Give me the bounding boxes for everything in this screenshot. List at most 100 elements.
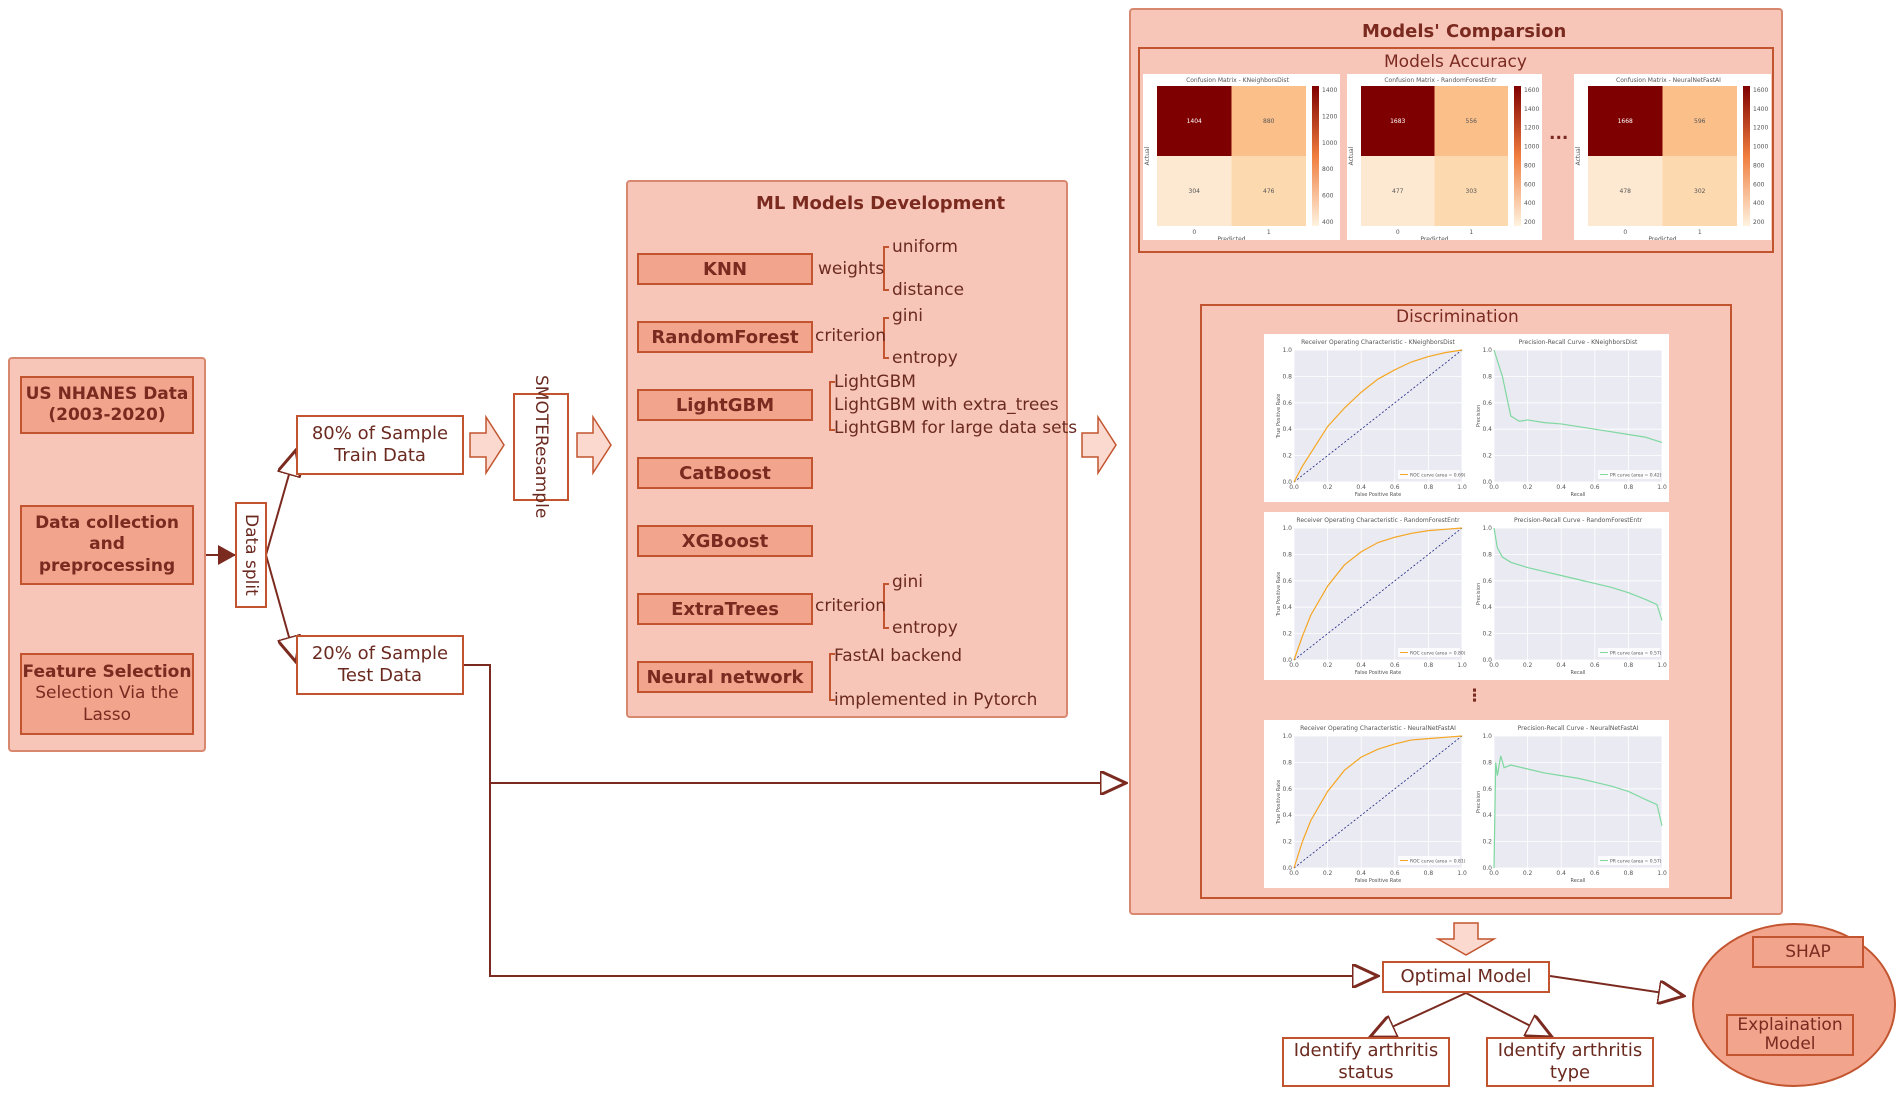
shap-label: SHAP xyxy=(1785,941,1831,962)
model-knn-label: KNN xyxy=(702,258,748,280)
y-tick: 0.6 xyxy=(1482,786,1492,793)
type-line2: type xyxy=(1549,1062,1591,1083)
legend-text: ROC curve (area = 0.81) xyxy=(1410,859,1466,865)
cm-colorbar-tick: 1000 xyxy=(1524,144,1539,151)
cm-cell xyxy=(1361,156,1435,226)
model-xgboost: XGBoost xyxy=(637,525,813,557)
cm-ylabel: Actual xyxy=(1575,146,1582,165)
x-tick: 0.4 xyxy=(1556,484,1566,491)
cm-cell xyxy=(1588,86,1663,156)
nn-option-2: implemented in Pytorch xyxy=(834,690,1038,710)
cm-ylabel: Actual xyxy=(1348,146,1355,165)
cm-cell-value: 302 xyxy=(1694,188,1706,195)
curves-ellipsis: ⋮ xyxy=(1466,686,1483,706)
x-tick: 0.0 xyxy=(1489,870,1499,877)
cm-tick: 0 xyxy=(1396,229,1400,236)
curve-title: Precision-Recall Curve - NeuralNetFastAI xyxy=(1518,725,1639,732)
cm-colorbar-tick: 1200 xyxy=(1322,113,1337,120)
feature-line2: Selection Via the xyxy=(35,683,179,704)
status-line2: status xyxy=(1338,1062,1394,1083)
cm-cell xyxy=(1157,86,1232,156)
y-tick: 1.0 xyxy=(1282,733,1292,740)
x-tick: 1.0 xyxy=(1657,662,1667,669)
explain-line1: Explaination xyxy=(1737,1015,1843,1036)
legend-box xyxy=(1398,648,1460,657)
legend-text: ROC curve (area = 0.69) xyxy=(1410,473,1466,479)
rf-option-2: entropy xyxy=(892,348,958,368)
x-label: Recall xyxy=(1571,878,1586,884)
model-extratrees: ExtraTrees xyxy=(637,593,813,625)
y-tick: 0.8 xyxy=(1282,551,1292,558)
feature-line3: Lasso xyxy=(82,704,131,725)
accuracy-ellipsis: ... xyxy=(1549,124,1569,144)
collection-line2: and xyxy=(89,534,125,555)
cm-tick: 1 xyxy=(1698,229,1702,236)
x-tick: 0.8 xyxy=(1424,870,1434,877)
x-tick: 0.2 xyxy=(1323,870,1333,877)
x-tick: 0.0 xyxy=(1289,662,1299,669)
y-tick: 0.6 xyxy=(1282,400,1292,407)
x-label: False Positive Rate xyxy=(1355,670,1401,676)
curve-title: Receiver Operating Characteristic - Rand… xyxy=(1296,517,1460,524)
model-lightgbm-label: LightGBM xyxy=(675,394,775,416)
cm-cell-value: 478 xyxy=(1620,188,1632,195)
cm-cell-value: 1668 xyxy=(1618,118,1633,125)
cm-colorbar-tick: 200 xyxy=(1524,219,1536,226)
y-label: Precision xyxy=(1476,583,1482,605)
y-tick: 0.4 xyxy=(1482,812,1492,819)
model-nn-label: Neural network xyxy=(646,666,804,688)
y-tick: 0.8 xyxy=(1282,373,1292,380)
y-tick: 0.8 xyxy=(1482,759,1492,766)
right-arrow-1 xyxy=(469,414,505,476)
x-label: False Positive Rate xyxy=(1355,492,1401,498)
nn-option-1: FastAI backend xyxy=(834,646,963,666)
collection-box: Data collection and preprocessing xyxy=(20,505,194,585)
y-tick: 0.2 xyxy=(1282,453,1292,460)
curve-title: Receiver Operating Characteristic - KNei… xyxy=(1301,339,1455,346)
accuracy-title: Models Accuracy xyxy=(1384,52,1527,72)
cm-cell xyxy=(1662,156,1737,226)
x-label: Recall xyxy=(1571,492,1586,498)
lgbm-option-3: LightGBM for large data sets xyxy=(834,418,1078,438)
test-data-box: 20% of Sample Test Data xyxy=(296,635,464,695)
y-tick: 0.8 xyxy=(1482,551,1492,558)
cm-colorbar-tick: 1400 xyxy=(1524,106,1539,113)
cm-xlabel: Predicted xyxy=(1648,236,1676,240)
legend-text: ROC curve (area = 0.80) xyxy=(1410,651,1466,657)
cm-cell xyxy=(1588,156,1663,226)
data-split-label: Data split xyxy=(241,514,262,596)
cm-colorbar xyxy=(1514,86,1521,226)
cm-ylabel: Actual xyxy=(1144,146,1151,165)
curve-line xyxy=(1493,755,1663,869)
knn-option-1: uniform xyxy=(892,237,958,257)
cm-title: Confusion Matrix - KNeighborsDist xyxy=(1186,77,1290,84)
legend-box xyxy=(1598,856,1660,865)
cm-colorbar-tick: 600 xyxy=(1524,181,1536,188)
y-tick: 1.0 xyxy=(1282,347,1292,354)
x-tick: 0.0 xyxy=(1289,484,1299,491)
y-tick: 0.4 xyxy=(1282,426,1292,433)
model-neural-network: Neural network xyxy=(637,661,813,693)
y-tick: 0.2 xyxy=(1282,631,1292,638)
y-tick: 0.8 xyxy=(1482,373,1492,380)
et-param: criterion xyxy=(815,596,887,616)
cm-colorbar-tick: 400 xyxy=(1753,200,1765,207)
y-tick: 0.0 xyxy=(1482,865,1492,872)
curve-line xyxy=(1493,349,1663,443)
cm-colorbar-tick: 1600 xyxy=(1753,87,1768,94)
curve-line xyxy=(1293,527,1463,661)
x-tick: 0.2 xyxy=(1323,662,1333,669)
cm-xlabel: Predicted xyxy=(1217,236,1245,240)
cm-colorbar-tick: 600 xyxy=(1322,193,1334,200)
curves-row-1: Receiver Operating Characteristic - KNei… xyxy=(1264,334,1669,502)
y-tick: 0.2 xyxy=(1282,839,1292,846)
knn-option-2: distance xyxy=(892,280,965,300)
cm-tick: 0 xyxy=(1192,229,1196,236)
legend-text: PR curve (area = 0.57) xyxy=(1610,651,1662,657)
cm-colorbar-tick: 800 xyxy=(1753,162,1765,169)
x-label: Recall xyxy=(1571,670,1586,676)
x-tick: 0.8 xyxy=(1624,484,1634,491)
y-tick: 0.4 xyxy=(1482,426,1492,433)
right-arrow-2 xyxy=(576,414,612,476)
